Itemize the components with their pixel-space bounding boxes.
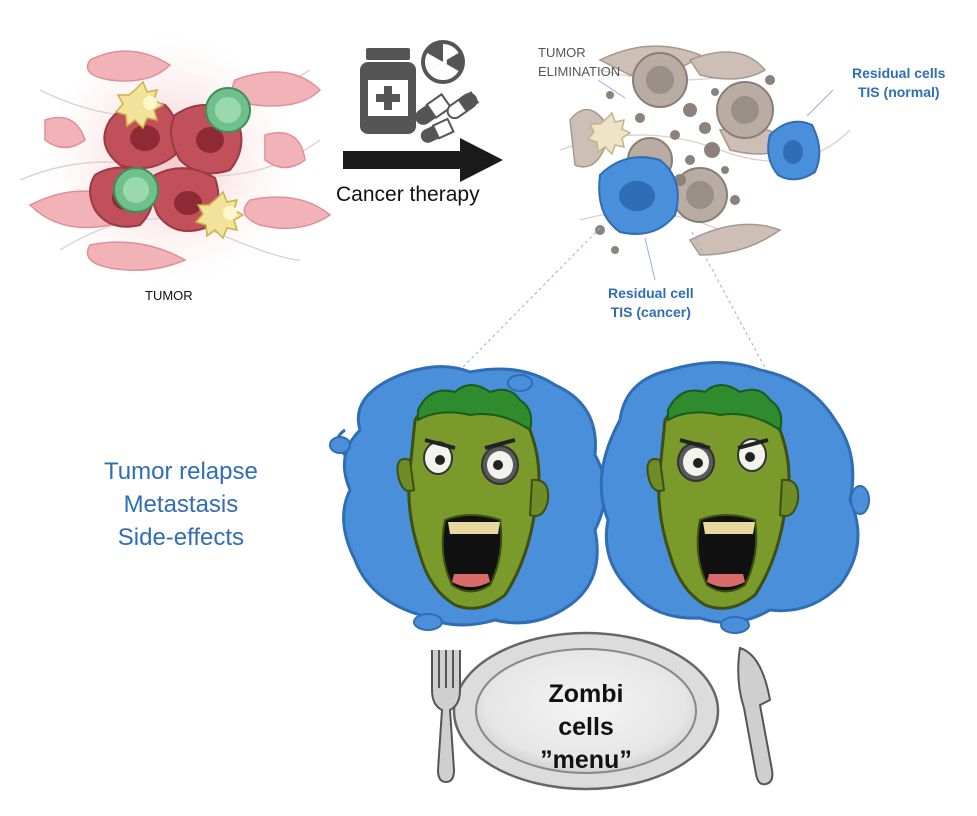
capsule-icon xyxy=(415,91,480,143)
leader-lines xyxy=(461,79,834,393)
knife-icon xyxy=(737,646,774,786)
outcome-metastasis: Metastasis xyxy=(123,491,239,518)
tumor-label: TUMOR xyxy=(145,288,193,303)
elimination-line-2: ELIMINATION xyxy=(538,64,621,79)
residual-cancer-cell xyxy=(598,156,679,235)
outcome-side-effects: Side-effects xyxy=(117,524,245,551)
plate-line-2: ”menu” xyxy=(540,746,632,774)
zombie-head-left xyxy=(396,384,550,610)
tumor-cluster xyxy=(19,35,332,285)
immune-cell-yellow xyxy=(114,80,245,240)
plate-line-1: Zombi cells xyxy=(548,680,624,741)
therapy-arrow xyxy=(343,138,503,182)
fork-icon xyxy=(431,650,461,784)
elimination-line-1: TUMOR xyxy=(538,45,586,60)
tis-cancer-label: Residual cell TIS (cancer) xyxy=(608,284,694,322)
treated-tumor-cluster xyxy=(559,45,851,256)
zombie-head-right xyxy=(646,384,800,610)
immune-cell-green xyxy=(113,87,251,213)
outcomes-list: Tumor relapse Metastasis Side-effects xyxy=(104,455,258,554)
tis-cancer-line-1: Residual cell xyxy=(608,285,694,301)
pill-bottle-icon xyxy=(360,48,416,134)
outcome-relapse: Tumor relapse xyxy=(104,458,258,485)
plate-icon xyxy=(452,631,720,791)
radiation-icon xyxy=(421,40,465,84)
tis-normal-line-2: TIS (normal) xyxy=(857,84,940,100)
elimination-label: TUMOR ELIMINATION xyxy=(538,43,620,81)
tis-normal-label: Residual cells TIS (normal) xyxy=(852,64,945,102)
therapy-label: Cancer therapy xyxy=(336,183,480,206)
tis-normal-line-1: Residual cells xyxy=(852,65,946,81)
tis-cancer-line-2: TIS (cancer) xyxy=(610,304,691,320)
plate-label: Zombi cells ”menu” xyxy=(520,678,652,777)
residual-normal-cell xyxy=(767,120,821,181)
